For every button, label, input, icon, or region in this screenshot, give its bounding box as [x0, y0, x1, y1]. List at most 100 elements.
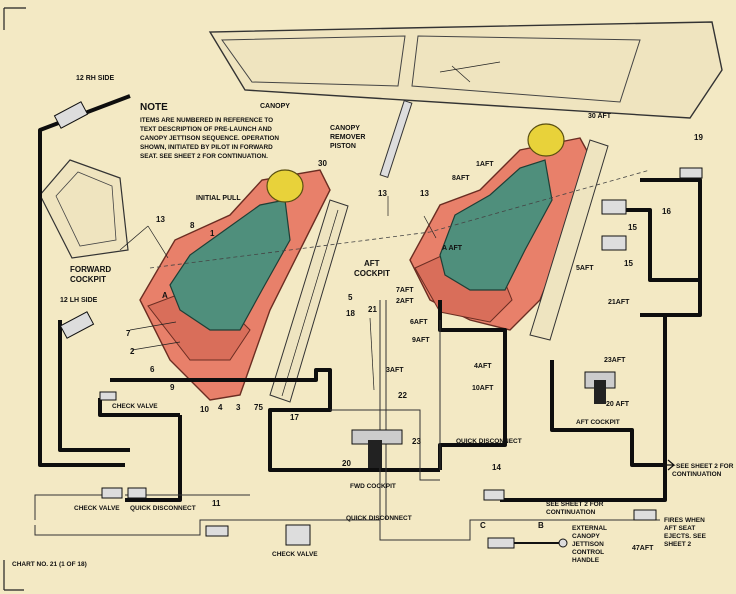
label-check-valve-b: CHECK VALVE: [74, 505, 120, 512]
initiator-aft: [584, 371, 616, 404]
callout-10: 10: [200, 405, 209, 414]
note-line-1: ITEMS ARE NUMBERED IN REFERENCE TO: [140, 117, 273, 124]
callout-21: 21: [368, 305, 377, 314]
callout-2: 2: [130, 347, 135, 356]
callout-7aft: 7AFT: [396, 287, 414, 294]
leader-lines: [119, 196, 437, 391]
callout-47aft: 47AFT: [632, 545, 654, 552]
quick-disconnect-left: [127, 487, 147, 499]
callout-20: 20: [342, 459, 351, 468]
callout-6: 6: [150, 365, 155, 374]
label-chart-no: CHART NO. 21 (1 OF 18): [12, 561, 87, 568]
label-initial-pull: INITIAL PULL: [196, 195, 241, 202]
label-external-4: CONTROL: [572, 549, 604, 556]
label-canopy: CANOPY: [260, 103, 290, 110]
callout-9: 9: [170, 383, 175, 392]
windshield: [39, 159, 129, 259]
callout-30aft: 30 AFT: [588, 113, 612, 120]
callout-17: 17: [290, 413, 299, 422]
label-external-1: EXTERNAL: [572, 525, 607, 532]
callout-23: 23: [412, 437, 421, 446]
component-47aft: [633, 509, 657, 521]
label-rh-side: 12 RH SIDE: [76, 75, 114, 82]
callout-22: 22: [398, 391, 407, 400]
callout-11: 11: [212, 499, 221, 508]
forward-seat-rail: [269, 199, 349, 403]
label-aft-cockpit-2: COCKPIT: [354, 269, 390, 278]
dashed-reference-line: [149, 169, 651, 269]
label-forward-cockpit-2: COCKPIT: [70, 275, 106, 284]
callout-13-b: 13: [378, 189, 387, 198]
canopy-outline: [208, 21, 723, 119]
label-fires-2: AFT SEAT: [664, 525, 695, 532]
label-canopy-remover-3: PISTON: [330, 143, 356, 150]
callout-30: 30: [318, 159, 327, 168]
callout-16: 16: [662, 207, 671, 216]
label-external-2: CANOPY: [572, 533, 600, 540]
label-see-sheet-a-1: SEE SHEET 2 FOR: [546, 501, 604, 508]
callout-4aft: 4AFT: [474, 363, 492, 370]
callout-6aft: 6AFT: [410, 319, 428, 326]
thin-tubing: [34, 300, 660, 541]
sheet-arrow-a: [660, 459, 676, 471]
callout-c: C: [480, 521, 486, 530]
callout-13-c: 13: [420, 189, 429, 198]
note-line-2: TEXT DESCRIPTION OF PRE-LAUNCH AND: [140, 126, 272, 133]
callout-b: B: [538, 521, 544, 530]
note-line-4: SHOWN, INITIATED BY PILOT IN FORWARD: [140, 144, 273, 151]
callout-a-aft: A AFT: [442, 245, 463, 252]
callout-10aft: 10AFT: [472, 385, 494, 392]
callout-3aft: 3AFT: [386, 367, 404, 374]
label-fires-4: SHEET 2: [664, 541, 691, 548]
aft-seat-rail: [529, 139, 609, 341]
callout-15-a: 15: [628, 223, 637, 232]
corner-mark-top-left: [3, 7, 26, 30]
label-see-sheet-b-1: SEE SHEET 2 FOR: [676, 463, 734, 470]
callout-9aft: 9AFT: [412, 337, 430, 344]
label-quick-disconnect-a: QUICK DISCONNECT: [130, 505, 196, 512]
callout-14: 14: [492, 463, 501, 472]
label-quick-disconnect-b: QUICK DISCONNECT: [456, 438, 522, 445]
component-11: [205, 525, 229, 537]
callout-5: 5: [348, 293, 353, 302]
callout-a: A: [162, 291, 168, 300]
callout-15-b: 15: [624, 259, 633, 268]
callout-13-a: 13: [156, 215, 165, 224]
callout-18: 18: [346, 309, 355, 318]
label-canopy-remover-1: CANOPY: [330, 125, 360, 132]
label-aft-cockpit-1: AFT: [364, 259, 380, 268]
label-quick-disconnect-c: QUICK DISCONNECT: [346, 515, 412, 522]
callout-4: 4: [218, 403, 223, 412]
label-see-sheet-b-2: CONTINUATION: [672, 471, 722, 478]
label-fires-1: FIRES WHEN: [664, 517, 705, 524]
callout-7: 7: [126, 329, 131, 338]
callout-19: 19: [694, 133, 703, 142]
label-check-valve-c: CHECK VALVE: [272, 551, 318, 558]
callout-1aft: 1AFT: [476, 161, 494, 168]
forward-pilot: [169, 169, 304, 331]
callout-3: 3: [236, 403, 241, 412]
label-forward-cockpit-1: FORWARD: [70, 265, 111, 274]
label-fires-3: EJECTS. SEE: [664, 533, 707, 540]
note-title: NOTE: [140, 102, 168, 113]
component-19: [679, 167, 703, 179]
callout-5aft: 5AFT: [576, 265, 594, 272]
check-valve-left: [99, 391, 117, 401]
callout-1: 1: [210, 229, 215, 238]
component-15-upper: [601, 199, 627, 215]
label-lh-side: 12 LH SIDE: [60, 297, 98, 304]
label-canopy-remover-2: REMOVER: [330, 134, 365, 141]
callout-23aft: 23AFT: [604, 357, 626, 364]
callout-2aft: 2AFT: [396, 298, 414, 305]
label-external-5: HANDLE: [572, 557, 600, 564]
component-14: [483, 489, 505, 501]
callout-21aft: 21AFT: [608, 299, 630, 306]
canopy-remover-piston: [379, 100, 413, 178]
initiator-fwd: [351, 429, 403, 468]
callout-8aft: 8AFT: [452, 175, 470, 182]
check-valve-bottom: [101, 487, 123, 499]
note-line-3: CANOPY JETTISON SEQUENCE. OPERATION: [140, 135, 279, 142]
callout-8: 8: [190, 221, 195, 230]
